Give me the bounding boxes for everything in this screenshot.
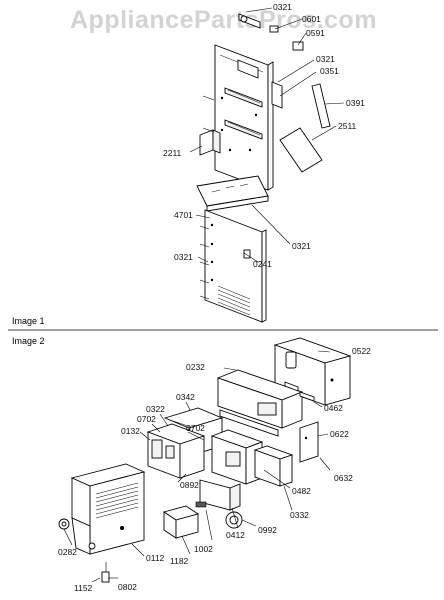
small-parts-image2 bbox=[58, 518, 110, 583]
part-0391 bbox=[311, 83, 331, 129]
label-2511: 2511 bbox=[338, 121, 357, 131]
part-0622 bbox=[299, 421, 319, 463]
label-0601: 0601 bbox=[302, 14, 321, 24]
label-0321-mid: 0321 bbox=[292, 241, 311, 251]
image2-drawing: 0522 0232 0462 0342 0322 0702 0132 0702 … bbox=[58, 337, 371, 593]
label-0241: 0241 bbox=[253, 259, 272, 269]
labels-image1: 0321 0601 0591 0321 0351 0391 2511 2211 … bbox=[163, 2, 365, 269]
label-0322: 0322 bbox=[146, 404, 165, 414]
section-image2-title: Image 2 bbox=[12, 336, 45, 346]
label-0992: 0992 bbox=[258, 525, 277, 535]
label-0332: 0332 bbox=[290, 510, 309, 520]
main-panel bbox=[214, 44, 274, 191]
section-image1-title: Image 1 bbox=[12, 316, 45, 326]
label-0522: 0522 bbox=[352, 346, 371, 356]
part-0112 bbox=[70, 463, 146, 555]
label-0321-right: 0321 bbox=[316, 54, 335, 64]
screws-image1 bbox=[199, 95, 215, 300]
label-0482: 0482 bbox=[292, 486, 311, 496]
label-0132: 0132 bbox=[121, 426, 140, 436]
label-0462: 0462 bbox=[324, 403, 343, 413]
label-0232: 0232 bbox=[186, 362, 205, 372]
leaders-image2 bbox=[63, 350, 331, 583]
label-1002: 1002 bbox=[194, 544, 213, 554]
watermark: AppliancePartsPros.com bbox=[70, 6, 377, 34]
part-0332 bbox=[253, 445, 294, 487]
label-0412: 0412 bbox=[226, 530, 245, 540]
lower-panel bbox=[204, 209, 267, 323]
image1-drawing: 0321 0601 0591 0321 0351 0391 2511 2211 … bbox=[163, 2, 365, 323]
label-4701: 4701 bbox=[174, 210, 193, 220]
label-0702-right: 0702 bbox=[186, 423, 205, 433]
shelf bbox=[196, 175, 269, 212]
label-0282: 0282 bbox=[58, 547, 77, 557]
part-1182 bbox=[162, 505, 200, 539]
leaders-image1 bbox=[189, 7, 345, 263]
top-small-parts bbox=[238, 13, 304, 109]
label-0892: 0892 bbox=[180, 480, 199, 490]
label-2211: 2211 bbox=[163, 148, 182, 158]
part-0232 bbox=[216, 369, 304, 437]
label-0802: 0802 bbox=[118, 582, 137, 592]
labels-image2: 0522 0232 0462 0342 0322 0702 0132 0702 … bbox=[58, 346, 371, 593]
label-0622: 0622 bbox=[330, 429, 349, 439]
label-0632: 0632 bbox=[334, 473, 353, 483]
part-0482 bbox=[210, 429, 264, 485]
label-0351: 0351 bbox=[320, 66, 339, 76]
part-0132 bbox=[146, 423, 206, 479]
label-1182: 1182 bbox=[170, 556, 189, 566]
label-0391: 0391 bbox=[346, 98, 365, 108]
label-0112: 0112 bbox=[146, 553, 165, 563]
label-0591: 0591 bbox=[306, 28, 325, 38]
label-0321-left: 0321 bbox=[174, 252, 193, 262]
part-0992 bbox=[195, 479, 243, 529]
label-0321-top: 0321 bbox=[273, 2, 292, 12]
part-2511 bbox=[279, 127, 323, 173]
label-0702-left: 0702 bbox=[137, 414, 156, 424]
part-2211 bbox=[199, 129, 221, 156]
label-1152: 1152 bbox=[74, 583, 93, 593]
part-0462 bbox=[284, 381, 315, 402]
label-0342: 0342 bbox=[176, 392, 195, 402]
